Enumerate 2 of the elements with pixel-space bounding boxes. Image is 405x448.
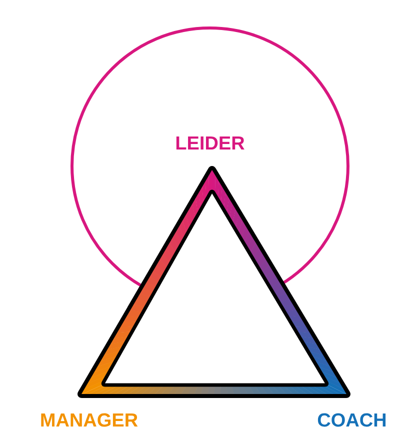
corner-label: MANAGER [41, 413, 138, 427]
corner-label: COACH [318, 413, 386, 427]
